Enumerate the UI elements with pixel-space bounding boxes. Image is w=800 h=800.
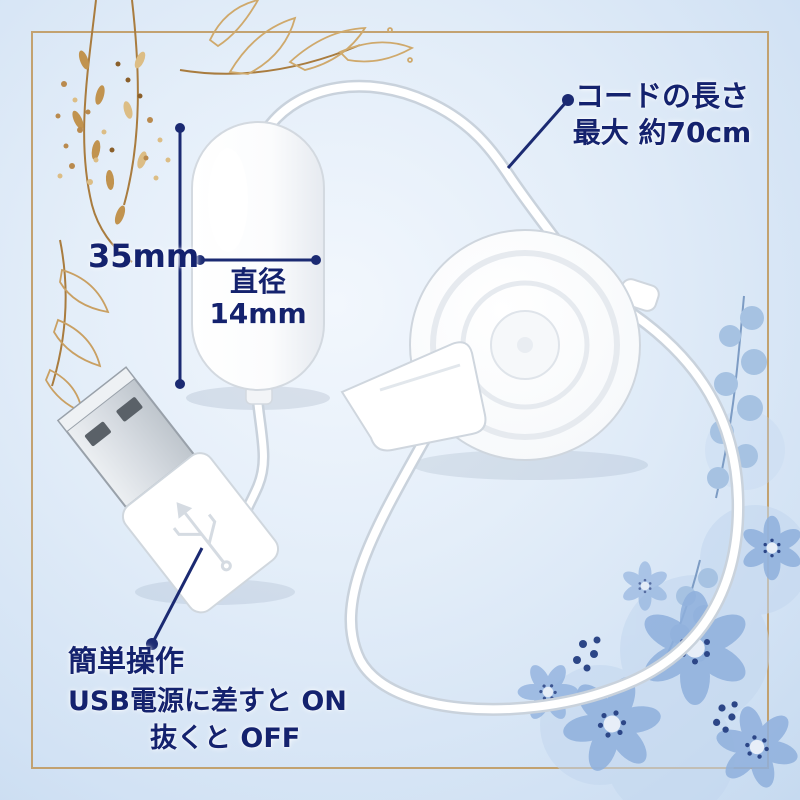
bullet-egg	[191, 121, 325, 405]
diameter-label: 直径	[229, 265, 286, 298]
diameter-value: 14mm	[209, 297, 307, 331]
annotation-operation: 簡単操作 USB電源に差すと ON 抜くと OFF	[68, 644, 347, 755]
operation-off: 抜くと OFF	[150, 723, 301, 755]
annotation-body-length: 35mm	[88, 237, 200, 275]
product-photo	[56, 79, 745, 716]
annotation-lines	[146, 94, 574, 650]
operation-on: USB電源に差すと ON	[68, 686, 347, 718]
cord-length-title: コードの長さ	[574, 79, 749, 113]
usb-plug	[56, 366, 280, 614]
cord-length-value: 最大 約70cm	[572, 116, 752, 150]
operation-title: 簡単操作	[68, 644, 185, 678]
annotation-diameter: 直径 14mm	[197, 265, 319, 331]
annotation-cord-length: コードの長さ 最大 約70cm	[572, 79, 752, 150]
cable-reel	[340, 229, 660, 461]
usb-trident-icon	[172, 502, 232, 572]
gold-frame	[31, 31, 769, 769]
gold-branch-decoration	[45, 0, 415, 414]
